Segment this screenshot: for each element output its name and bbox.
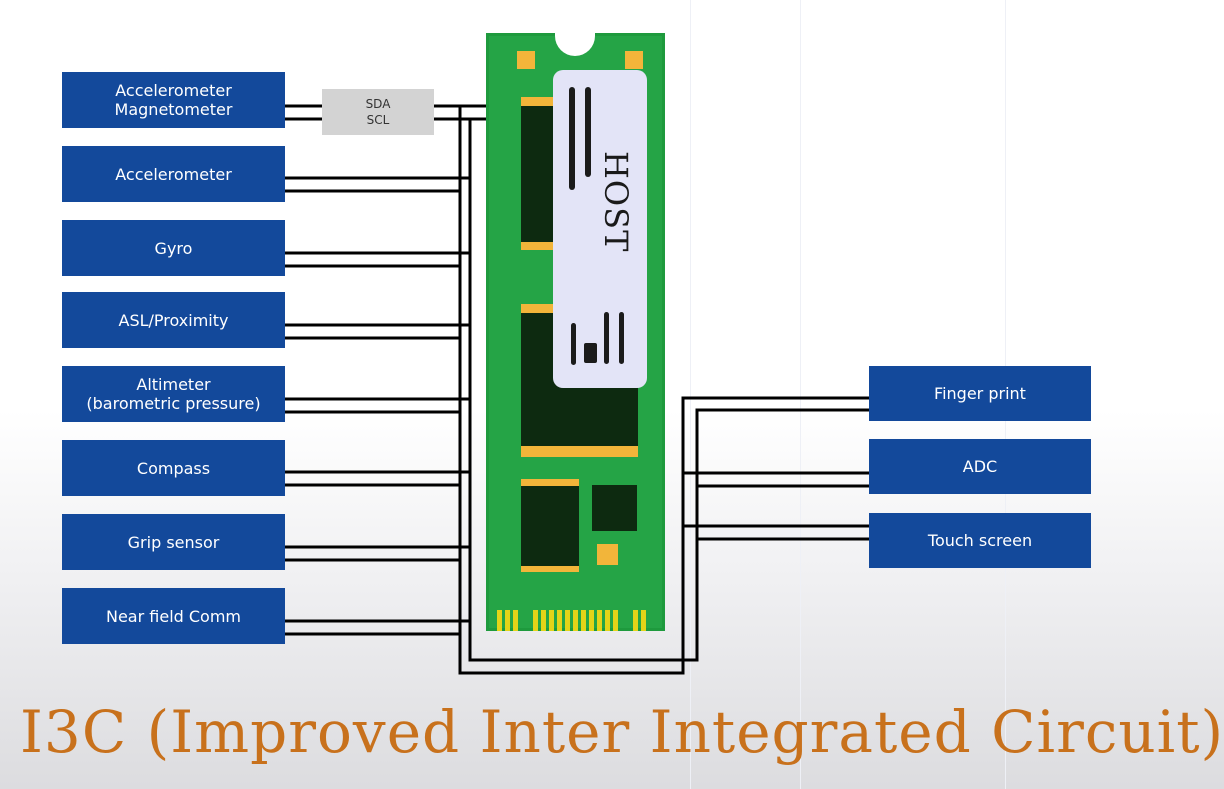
- board-pad: [625, 51, 643, 69]
- host-label: [553, 70, 647, 388]
- device-adc: ADC: [869, 439, 1091, 494]
- wire: [468, 119, 869, 662]
- label-mark: [619, 312, 624, 364]
- sda-label: SDA: [365, 97, 391, 111]
- connector-pin: [589, 610, 594, 631]
- background-line: [800, 0, 801, 789]
- device-grip-sensor: Grip sensor: [62, 514, 285, 570]
- connector-pin: [633, 610, 638, 631]
- background-line: [690, 0, 691, 789]
- connector-pin: [605, 610, 610, 631]
- connector-pin: [597, 610, 602, 631]
- label-mark: [585, 87, 591, 177]
- device-finger-print: Finger print: [869, 366, 1091, 421]
- edge-connector: [497, 610, 661, 631]
- connector-pin: [533, 610, 538, 631]
- connector-pin: [513, 610, 518, 631]
- connector-pin: [641, 610, 646, 631]
- connector-pin: [497, 610, 502, 631]
- device-gyro: Gyro: [62, 220, 285, 276]
- connector-pin: [505, 610, 510, 631]
- wire: [458, 106, 869, 675]
- connector-pin: [557, 610, 562, 631]
- device-touch-screen: Touch screen: [869, 513, 1091, 568]
- board-pad: [597, 544, 618, 565]
- connector-pin: [565, 610, 570, 631]
- chip-contact-strip: [521, 479, 579, 486]
- device-near-field-comm: Near field Comm: [62, 588, 285, 644]
- bus-wires: [285, 104, 869, 675]
- host-text: HOST: [597, 150, 635, 252]
- scl-label: SCL: [366, 113, 390, 127]
- chip-contact-strip: [521, 97, 555, 106]
- device-accelerometer: Accelerometer: [62, 146, 285, 202]
- device-accelerometer-magnetometer: Accelerometer Magnetometer: [62, 72, 285, 128]
- label-mark: [571, 323, 576, 365]
- connector-pin: [581, 610, 586, 631]
- connector-key: [521, 610, 533, 631]
- board-pad: [517, 51, 535, 69]
- chip-contact-strip: [521, 446, 638, 457]
- label-mark: [584, 343, 597, 363]
- connector-pin: [549, 610, 554, 631]
- connector-key: [621, 610, 633, 631]
- device-compass: Compass: [62, 440, 285, 496]
- chip-contact-strip: [521, 242, 555, 250]
- diagram-title: I3C (Improved Inter Integrated Circuit): [20, 698, 1224, 766]
- connector-pin: [573, 610, 578, 631]
- label-mark: [569, 87, 575, 190]
- chip-contact-strip: [521, 304, 555, 313]
- connector-pin: [541, 610, 546, 631]
- i3c-diagram: SDA SCL Accelerometer Magnetometer Accel…: [20, 0, 1224, 789]
- label-mark: [604, 312, 609, 364]
- device-asl-proximity: ASL/Proximity: [62, 292, 285, 348]
- host-label-text: HOST: [597, 151, 635, 253]
- chip-contact-strip: [521, 566, 579, 572]
- sda-scl-bus-label: SDA SCL: [322, 89, 434, 135]
- device-altimeter: Altimeter (barometric pressure): [62, 366, 285, 422]
- connector-pin: [613, 610, 618, 631]
- controller-chip: [521, 481, 579, 569]
- small-chip: [592, 485, 637, 531]
- memory-chip: [521, 100, 555, 248]
